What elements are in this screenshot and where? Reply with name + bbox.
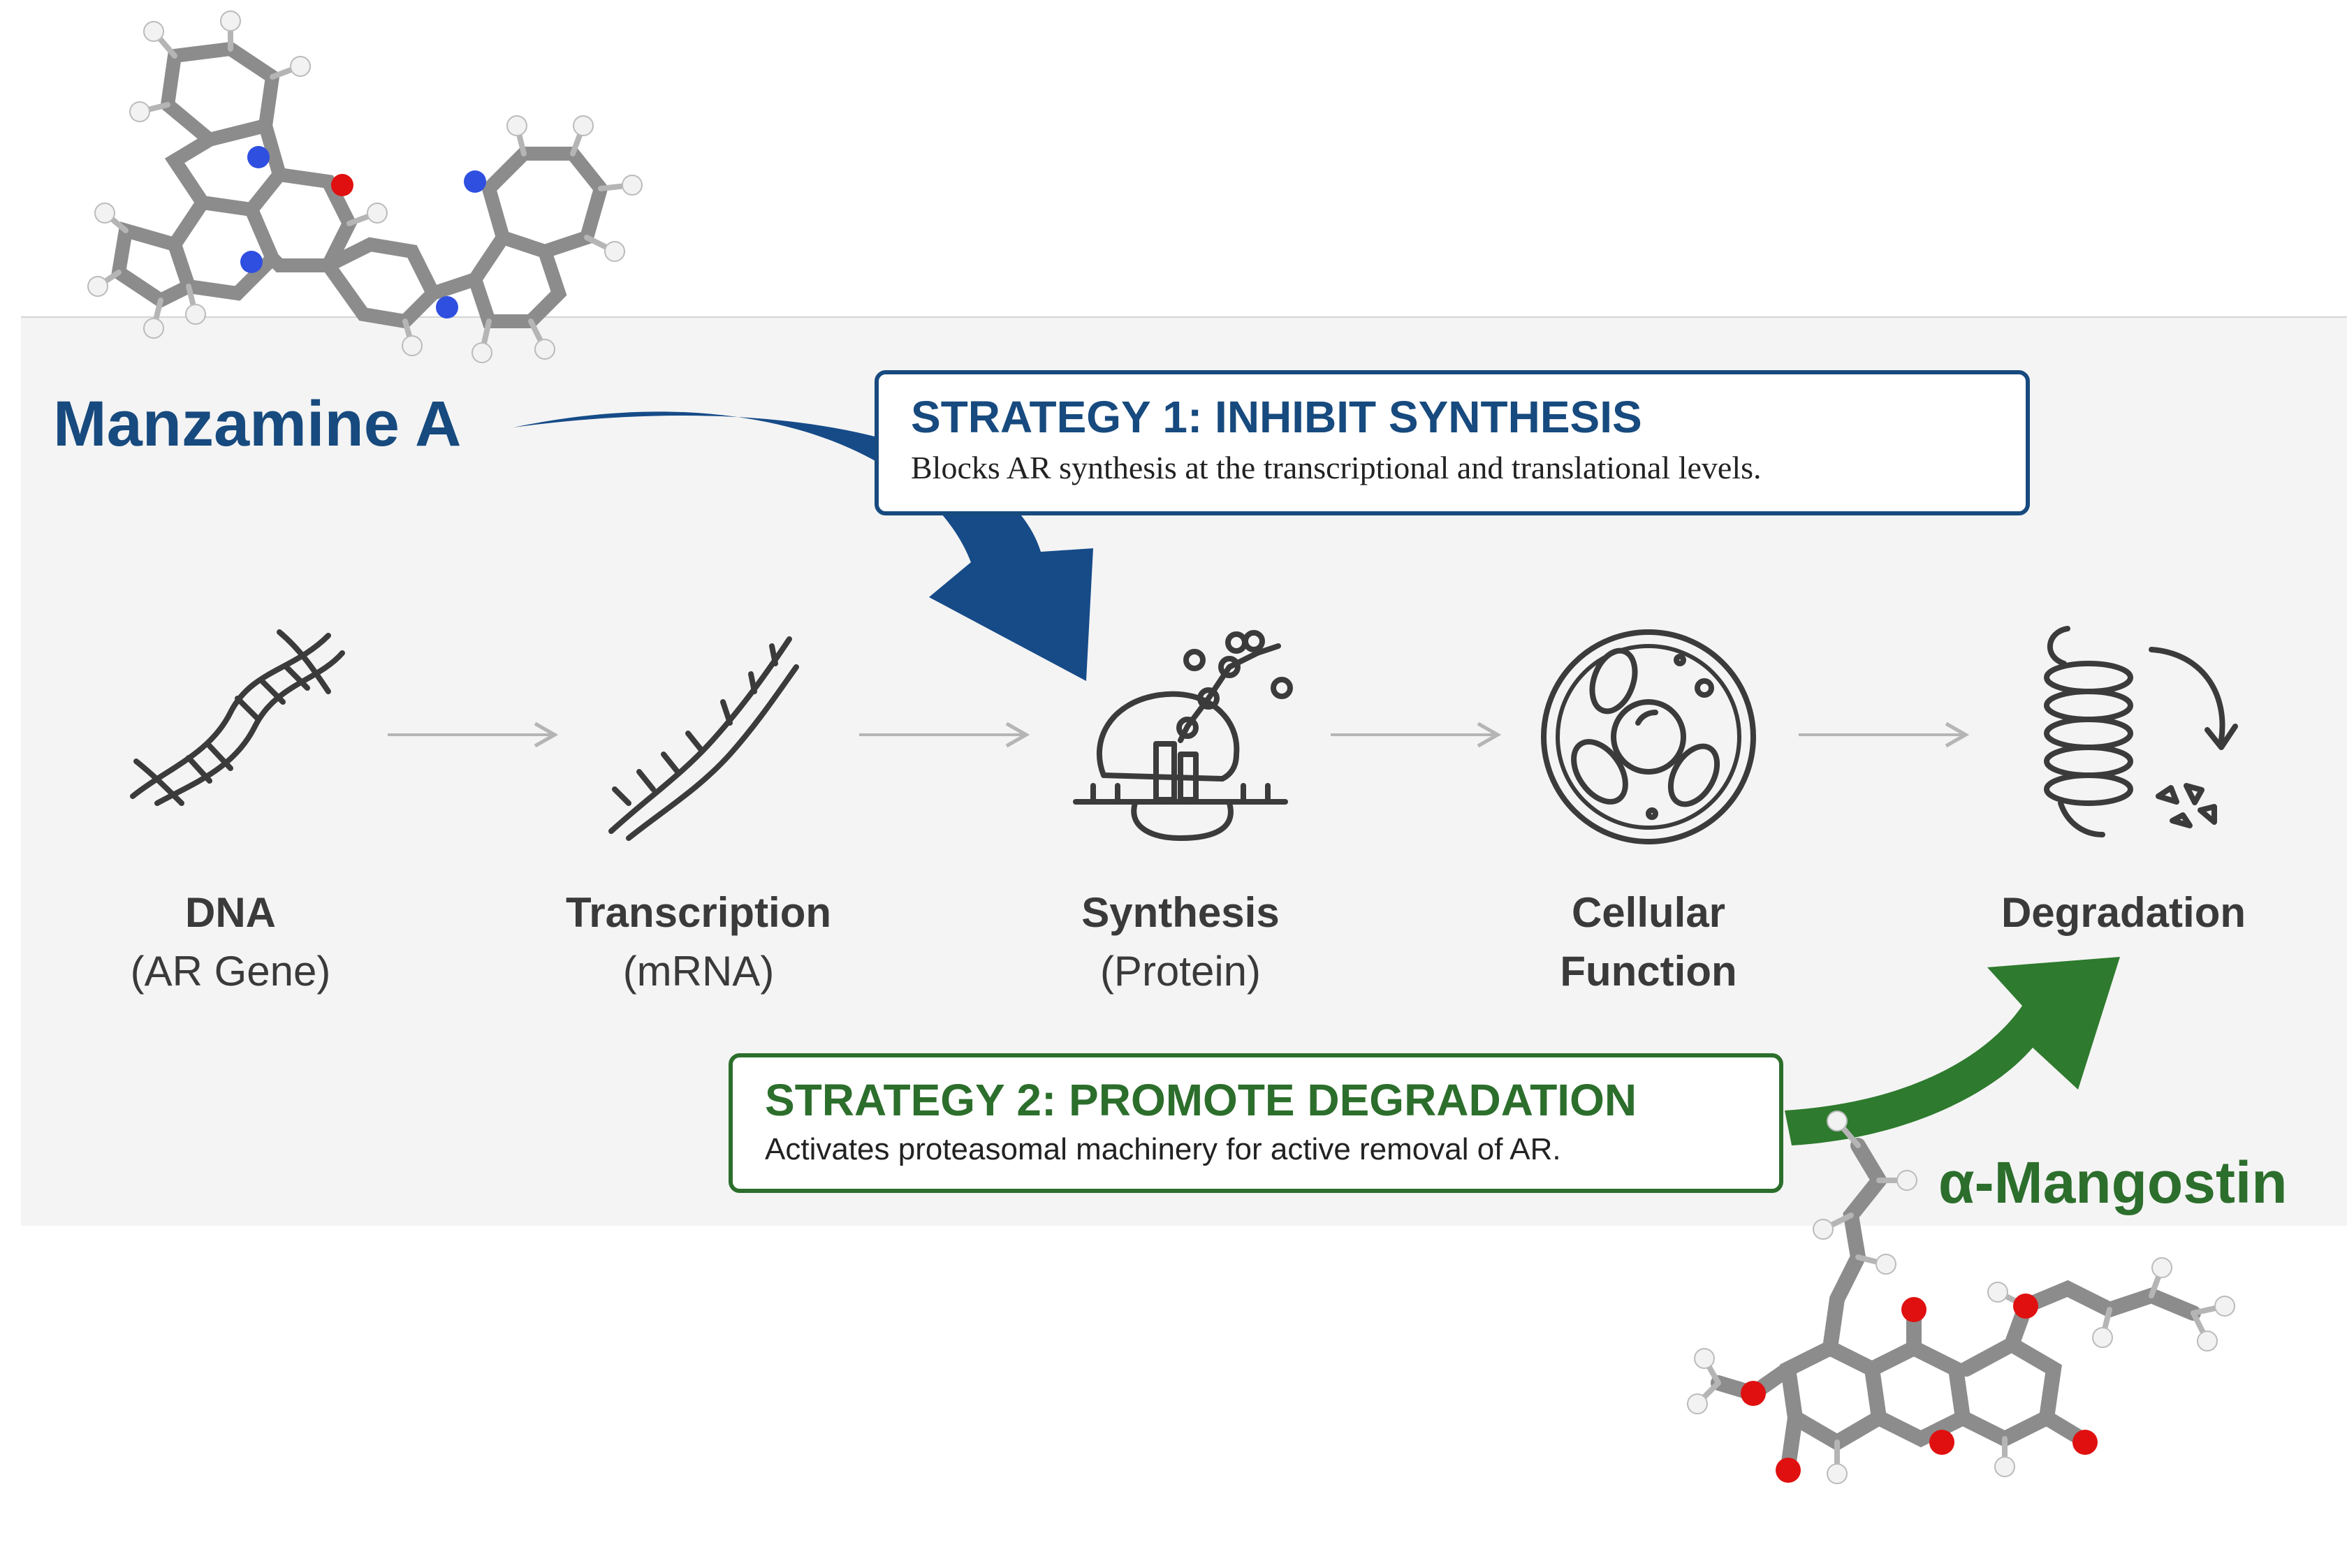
step-dna-name: DNA xyxy=(185,889,276,936)
step-cellular-sub: Function xyxy=(1560,948,1737,995)
protein-degradation-icon xyxy=(2044,626,2238,837)
strategy-2-box: STRATEGY 2: PROMOTE DEGRADATION Activate… xyxy=(729,1053,1783,1193)
step-transcription-label: Transcription (mRNA) xyxy=(503,884,894,1001)
alpha-mangostin-3d-molecule xyxy=(1687,1111,2235,1484)
step-degradation-label: Degradation xyxy=(1928,884,2319,942)
manzamine-a-3d-molecule xyxy=(87,10,643,363)
step-degradation-name: Degradation xyxy=(2001,889,2246,936)
ribosome-icon xyxy=(1073,630,1293,841)
strategy-1-box: STRATEGY 1: INHIBIT SYNTHESIS Blocks AR … xyxy=(875,370,2030,515)
step-cellular-label: Cellular Function xyxy=(1453,884,1844,1001)
step-synthesis-sub: (Protein) xyxy=(1099,948,1262,995)
strategy-1-description: Blocks AR synthesis at the transcription… xyxy=(911,450,1762,486)
alpha-mangostin-label: α-Mangostin xyxy=(1938,1150,2288,1215)
mrna-strand-icon xyxy=(608,636,799,841)
step-dna-sub: (AR Gene) xyxy=(130,948,331,995)
strategy-2-title: STRATEGY 2: PROMOTE DEGRADATION xyxy=(765,1075,1637,1125)
step-cellular-name: Cellular xyxy=(1571,889,1726,936)
step-transcription-sub: (mRNA) xyxy=(622,948,775,995)
degradation-arrow xyxy=(1785,957,2120,1145)
manzamine-a-label: Manzamine A xyxy=(53,388,462,460)
step-synthesis-name: Synthesis xyxy=(1081,889,1280,936)
dna-double-helix-icon xyxy=(130,629,345,806)
step-synthesis-label: Synthesis (Protein) xyxy=(985,884,1376,1001)
step-transcription-name: Transcription xyxy=(565,889,832,936)
strategy-1-title: STRATEGY 1: INHIBIT SYNTHESIS xyxy=(911,392,1642,442)
step-dna-label: DNA (AR Gene) xyxy=(35,884,426,1001)
strategy-2-description: Activates proteasomal machinery for acti… xyxy=(765,1132,1561,1167)
cell-icon xyxy=(1541,629,1756,844)
